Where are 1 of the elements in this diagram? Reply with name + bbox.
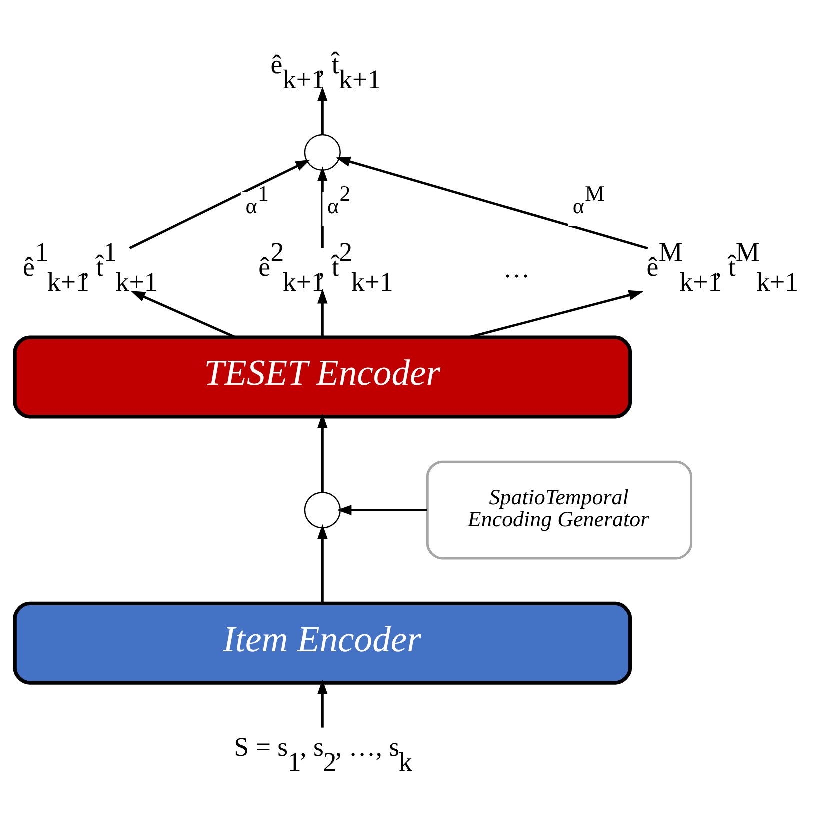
label: … <box>503 253 530 284</box>
